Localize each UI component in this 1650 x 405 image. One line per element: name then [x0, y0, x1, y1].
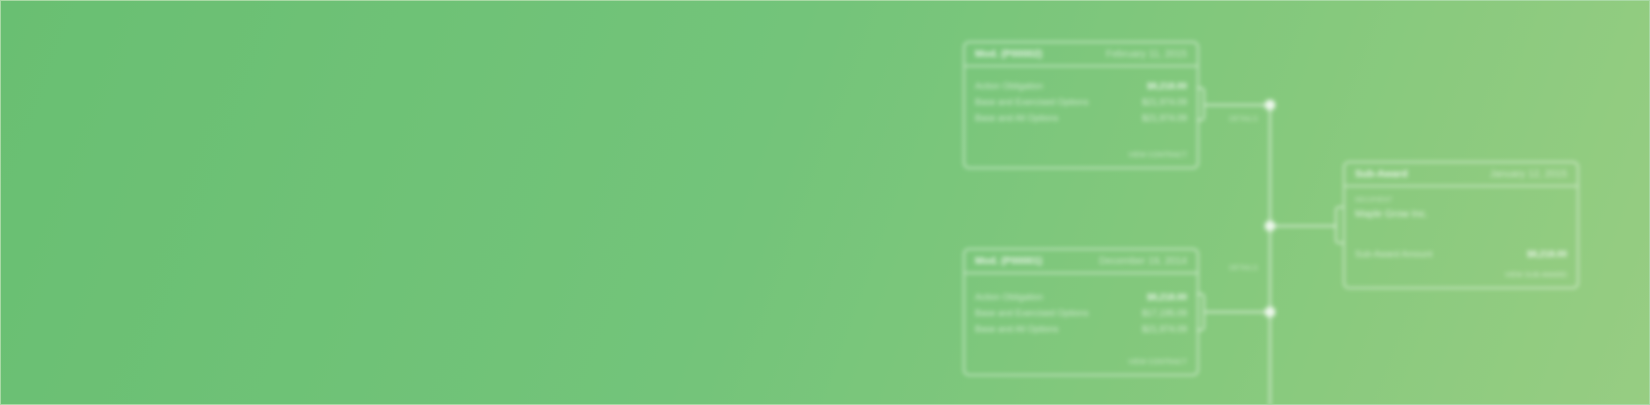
- card-date: December 19, 2014: [1099, 255, 1187, 267]
- row-label: Action Obligation: [975, 292, 1044, 302]
- card-title: Mod. (P00002): [975, 48, 1043, 60]
- card-row: Base and All Options $21,974.09: [975, 324, 1187, 334]
- row-label: Base and Exercised Options: [975, 97, 1089, 107]
- row-value: $17,195.09: [1141, 308, 1187, 318]
- card-row: Sub-Award Amount $8,218.00: [1355, 249, 1567, 259]
- timeline-node: [1265, 100, 1275, 110]
- modification-card-2: Mod. (P00001) December 19, 2014 Action O…: [963, 248, 1199, 376]
- recipient-name: Maple Grow Inc.: [1355, 209, 1428, 220]
- card-footer-link: VIEW CONTRACT: [1128, 152, 1187, 159]
- card-row: Action Obligation $8,218.00: [975, 292, 1187, 302]
- connector-brace: [1335, 206, 1343, 244]
- card-row: Base and All Options $21,974.09: [975, 113, 1187, 123]
- card-row: Base and Exercised Options $21,974.09: [975, 97, 1187, 107]
- card-footer-link: VIEW CONTRACT: [1128, 359, 1187, 366]
- timeline-label: DETAILS: [1229, 116, 1258, 123]
- card-date: January 12, 2015: [1489, 168, 1567, 180]
- row-value: $8,218.00: [1526, 249, 1567, 259]
- card-footer-link: VIEW SUB-AWARD: [1504, 272, 1567, 279]
- card-row: Base and Exercised Options $17,195.09: [975, 308, 1187, 318]
- row-label: Action Obligation: [975, 81, 1044, 91]
- row-value: $21,974.09: [1141, 97, 1187, 107]
- connector-brace: [1197, 293, 1205, 331]
- timeline-node: [1265, 307, 1275, 317]
- row-value: $21,974.09: [1141, 113, 1187, 123]
- row-label: Base and All Options: [975, 113, 1059, 123]
- modification-card-1: Mod. (P00002) February 11, 2015 Action O…: [963, 41, 1199, 169]
- card-title: Sub-Award: [1355, 168, 1408, 180]
- card-row: Action Obligation $8,218.00: [975, 81, 1187, 91]
- row-label: Sub-Award Amount: [1355, 249, 1433, 259]
- timeline-label: DETAILS: [1229, 265, 1258, 272]
- timeline-node: [1265, 221, 1275, 231]
- row-value: $8,218.00: [1146, 81, 1187, 91]
- card-header: Mod. (P00001) December 19, 2014: [965, 250, 1197, 274]
- row-label: Base and All Options: [975, 324, 1059, 334]
- recipient-label: RECIPIENT: [1355, 197, 1393, 204]
- connector-line: [1271, 225, 1336, 227]
- connector-line: [1205, 104, 1271, 106]
- card-date: February 11, 2015: [1106, 48, 1187, 60]
- row-value: $8,218.00: [1146, 292, 1187, 302]
- connector-brace: [1197, 87, 1205, 121]
- card-header: Sub-Award January 12, 2015: [1345, 163, 1577, 187]
- card-header: Mod. (P00002) February 11, 2015: [965, 43, 1197, 67]
- connector-line: [1205, 311, 1271, 313]
- timeline-axis: [1269, 103, 1271, 404]
- row-label: Base and Exercised Options: [975, 308, 1089, 318]
- card-title: Mod. (P00001): [975, 255, 1043, 267]
- sub-award-card: Sub-Award January 12, 2015 RECIPIENT Map…: [1343, 161, 1579, 289]
- row-value: $21,974.09: [1141, 324, 1187, 334]
